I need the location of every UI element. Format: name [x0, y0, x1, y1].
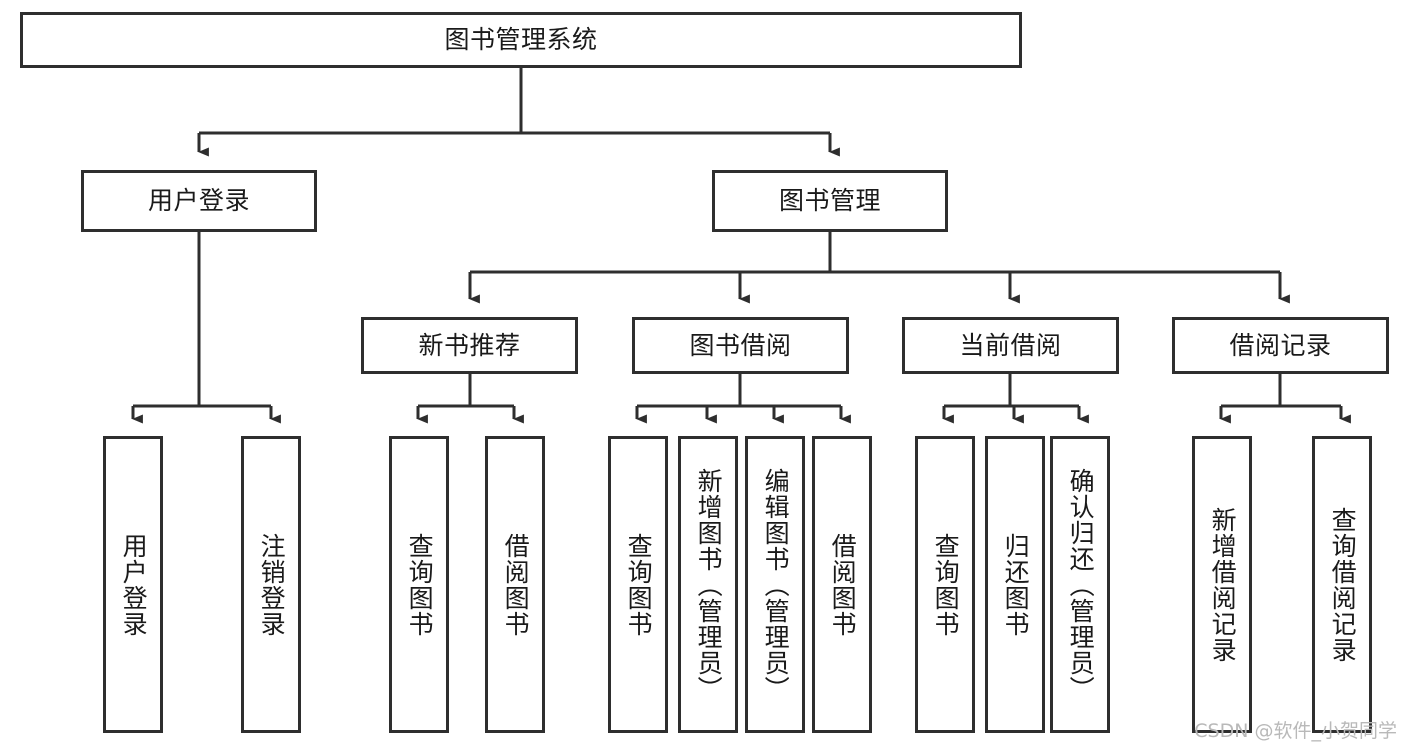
node-borrow-record[interactable]: 借阅记录	[1172, 317, 1389, 374]
node-label: 编辑图书（管理员）	[761, 467, 791, 702]
edges-borrowrecord-to-leaves	[1219, 374, 1351, 424]
node-label: 借阅图书	[828, 532, 858, 637]
node-root-book-management-system[interactable]: 图书管理系统	[20, 12, 1022, 68]
node-label: 借阅记录	[1229, 330, 1332, 360]
edges-bookborrow-to-leaves	[635, 374, 851, 424]
edges-userlogin-to-leaves	[131, 232, 281, 424]
leaf-query-book-current[interactable]: 查询图书	[915, 436, 975, 733]
node-current-borrow[interactable]: 当前借阅	[902, 317, 1119, 374]
leaf-query-borrow-record[interactable]: 查询借阅记录	[1312, 436, 1372, 733]
leaf-borrow-book-recommend[interactable]: 借阅图书	[485, 436, 545, 733]
leaf-confirm-return-admin[interactable]: 确认归还（管理员）	[1050, 436, 1110, 733]
node-label: 查询借阅记录	[1328, 506, 1358, 663]
edges-newbook-to-leaves	[416, 374, 524, 424]
leaf-edit-book-admin[interactable]: 编辑图书（管理员）	[745, 436, 805, 733]
node-label: 借阅图书	[501, 532, 531, 637]
edges-root-to-level2	[197, 68, 840, 157]
node-label: 新书推荐	[418, 330, 521, 360]
node-label: 新增图书（管理员）	[694, 467, 724, 702]
node-label: 用户登录	[147, 186, 250, 216]
node-label: 图书管理	[778, 186, 881, 216]
node-label: 当前借阅	[959, 330, 1062, 360]
node-label: 图书管理系统	[444, 25, 598, 55]
node-label: 归还图书	[1001, 532, 1031, 637]
node-book-management[interactable]: 图书管理	[712, 170, 948, 232]
node-label: 注销登录	[257, 532, 287, 637]
node-label: 查询图书	[405, 532, 435, 637]
leaf-borrow-book[interactable]: 借阅图书	[812, 436, 872, 733]
node-label: 图书借阅	[689, 330, 792, 360]
leaf-add-borrow-record[interactable]: 新增借阅记录	[1192, 436, 1252, 733]
leaf-query-book-recommend[interactable]: 查询图书	[389, 436, 449, 733]
leaf-logout[interactable]: 注销登录	[241, 436, 301, 733]
leaf-return-book[interactable]: 归还图书	[985, 436, 1045, 733]
node-label: 用户登录	[119, 532, 149, 637]
node-new-book-recommend[interactable]: 新书推荐	[361, 317, 578, 374]
node-label: 新增借阅记录	[1208, 506, 1238, 663]
node-book-borrow[interactable]: 图书借阅	[632, 317, 849, 374]
node-label: 查询图书	[624, 532, 654, 637]
leaf-add-book-admin[interactable]: 新增图书（管理员）	[678, 436, 738, 733]
edges-bookmanage-to-level3	[468, 232, 1290, 304]
node-label: 查询图书	[931, 532, 961, 637]
leaf-user-login[interactable]: 用户登录	[103, 436, 163, 733]
node-user-login[interactable]: 用户登录	[81, 170, 317, 232]
edges-currentborrow-to-leaves	[942, 374, 1089, 424]
node-label: 确认归还（管理员）	[1066, 467, 1096, 702]
leaf-query-book-borrow[interactable]: 查询图书	[608, 436, 668, 733]
